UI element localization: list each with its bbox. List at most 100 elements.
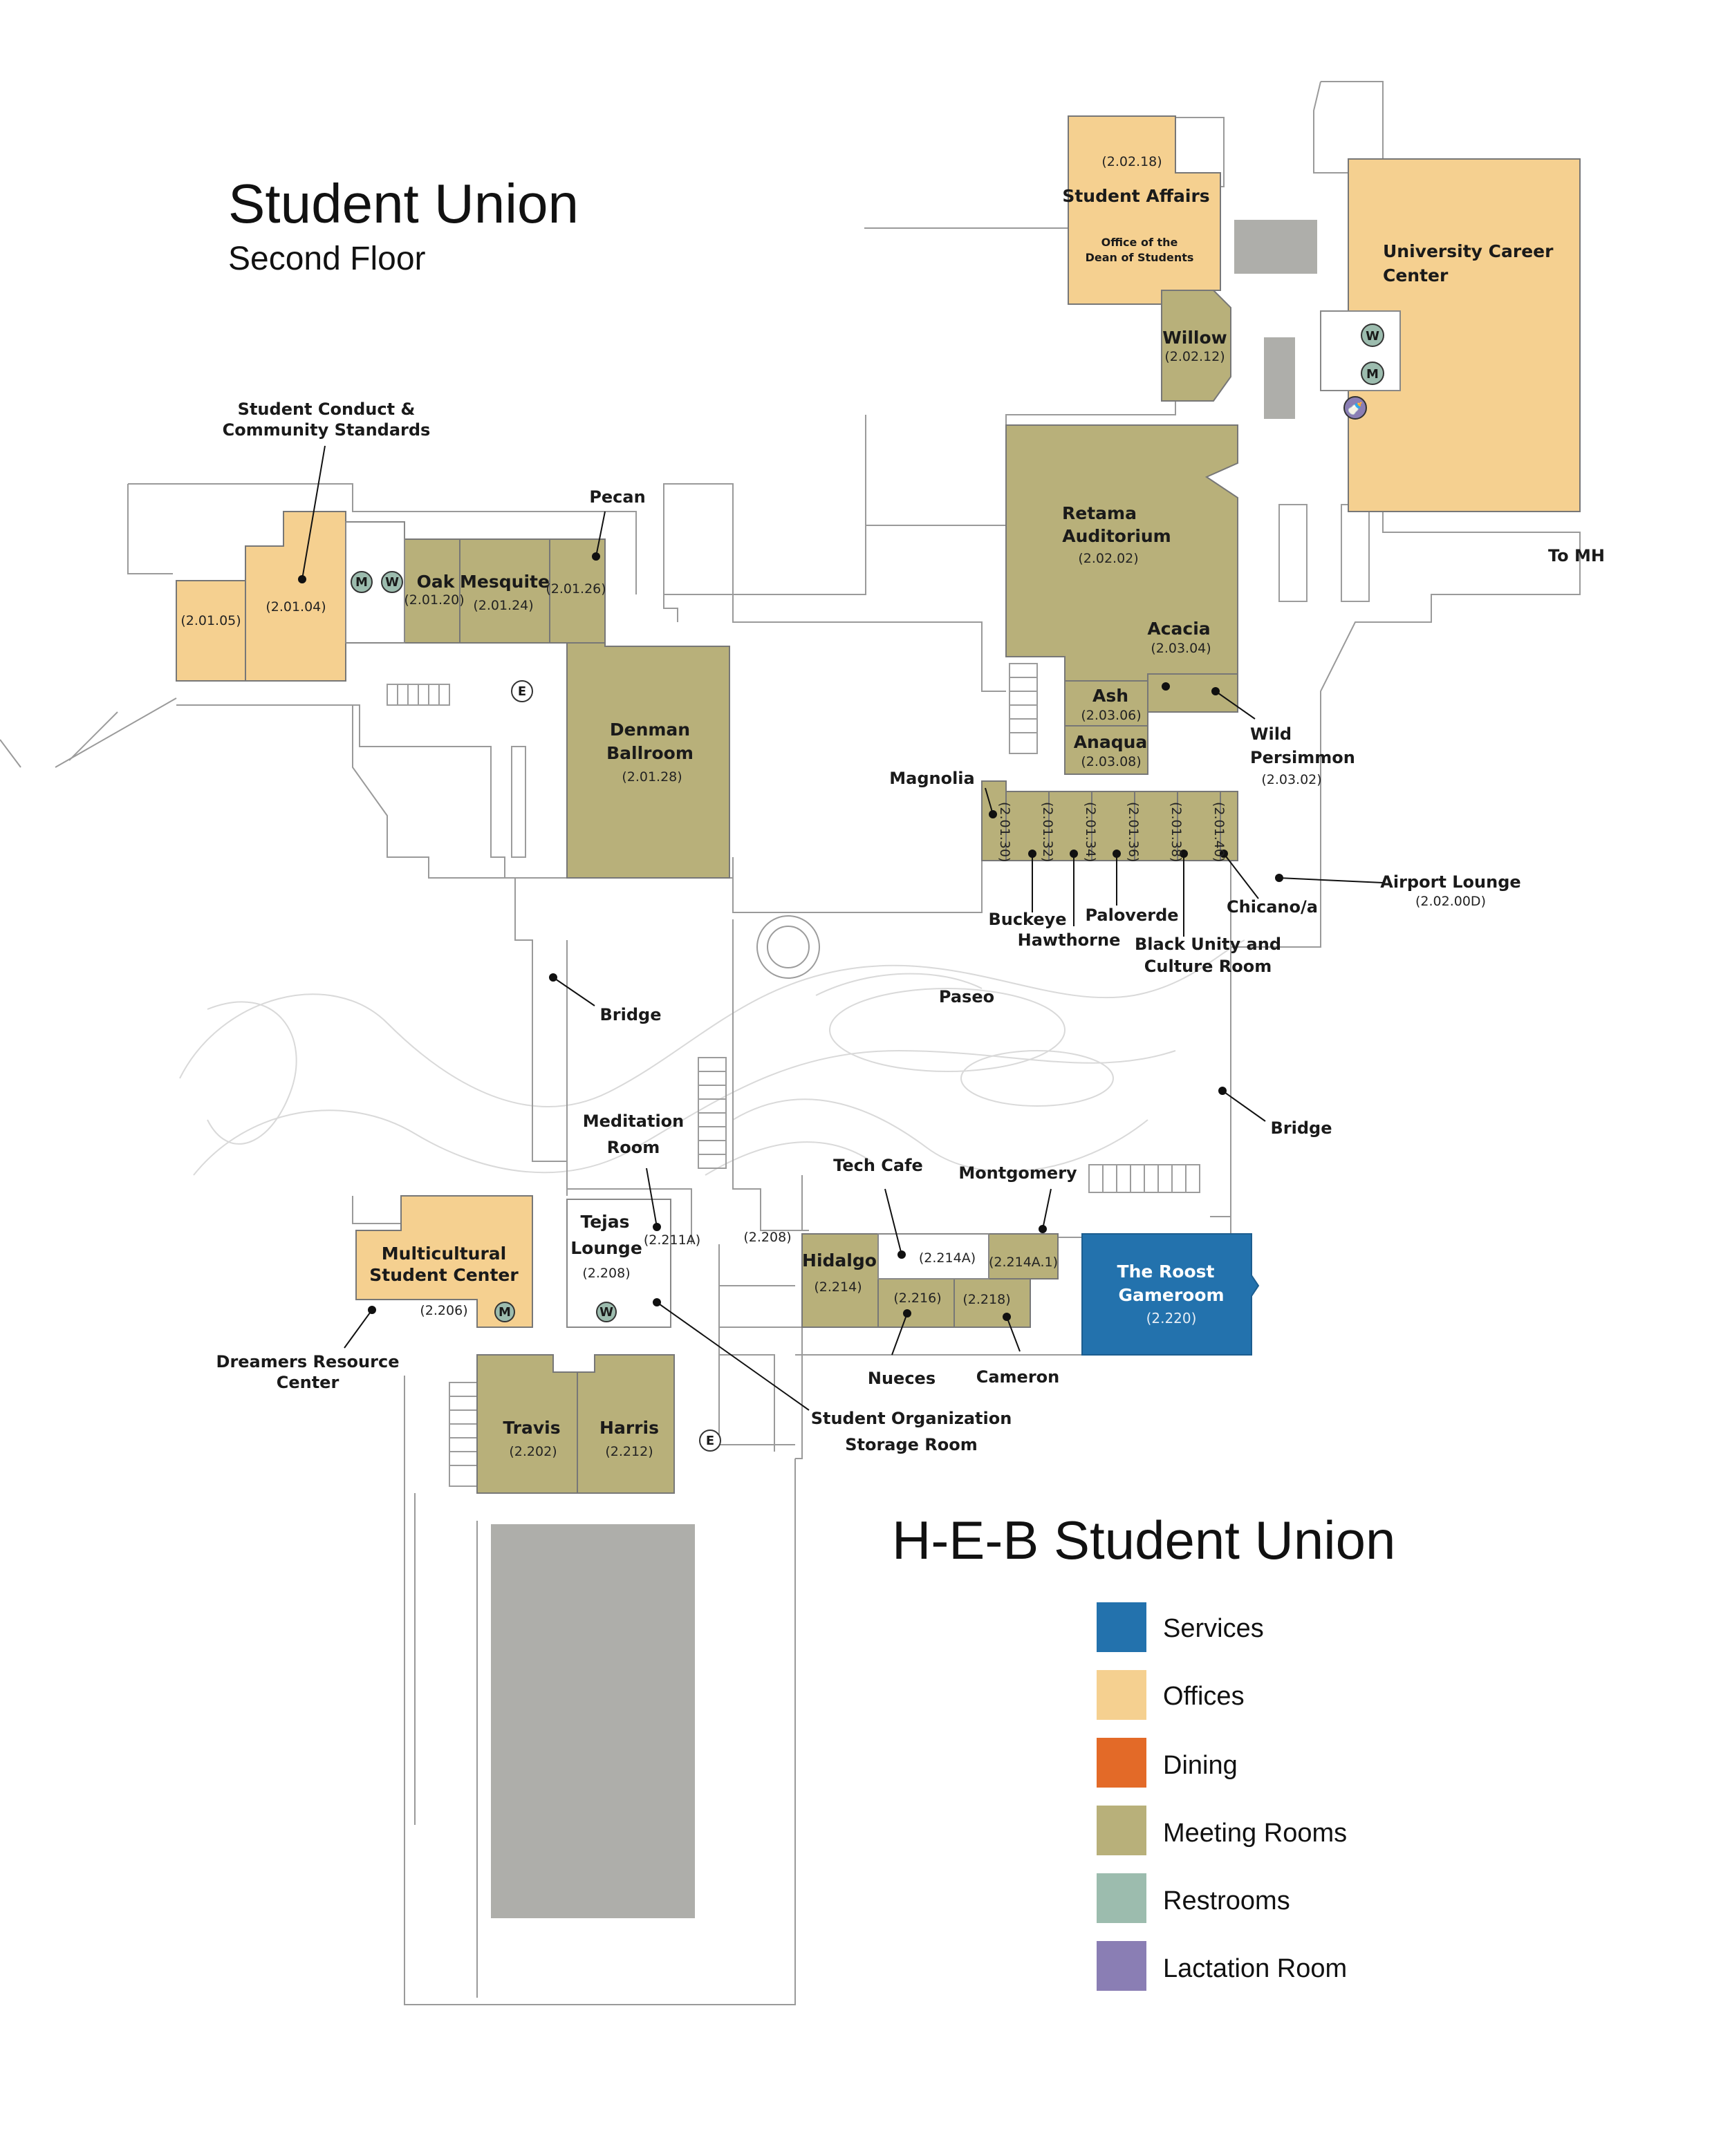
svg-text:Dean of Students: Dean of Students [1086, 251, 1194, 264]
student-affairs-room [1068, 115, 1221, 305]
pecan-room [549, 538, 606, 644]
svg-text:Cameron: Cameron [976, 1367, 1060, 1387]
svg-text:Student Conduct &: Student Conduct & [238, 400, 416, 419]
svg-text:Lounge: Lounge [570, 1238, 642, 1258]
svg-text:(2.02.02): (2.02.02) [1078, 551, 1138, 566]
callout-labels: Student Conduct & Community Standards Pe… [216, 400, 1605, 1454]
roost-gameroom-room [1081, 1233, 1260, 1356]
anaqua-room [1064, 725, 1148, 775]
svg-text:(2.01.24): (2.01.24) [473, 598, 533, 613]
svg-text:M: M [499, 1305, 511, 1320]
svg-text:(2.03.04): (2.03.04) [1151, 641, 1211, 656]
svg-text:(2.216): (2.216) [893, 1291, 941, 1306]
svg-text:(2.02.12): (2.02.12) [1164, 349, 1225, 364]
svg-text:Willow: Willow [1162, 328, 1227, 348]
svg-text:Room: Room [607, 1138, 660, 1157]
svg-text:Chicano/a: Chicano/a [1227, 897, 1318, 917]
hidalgo-room [801, 1233, 879, 1328]
legend-swatch-services [1097, 1602, 1146, 1652]
svg-text:Culture Room: Culture Room [1144, 957, 1272, 976]
storage-areas [491, 220, 1317, 1918]
lactation-room-icon [1343, 396, 1367, 420]
svg-text:Dining: Dining [1163, 1751, 1238, 1780]
svg-text:Student Organization: Student Organization [811, 1409, 1012, 1428]
svg-text:(2.208): (2.208) [582, 1266, 630, 1281]
meeting-rooms [404, 290, 1238, 1494]
svg-text:Anaqua: Anaqua [1074, 732, 1148, 752]
legend-swatch-dining [1097, 1738, 1146, 1788]
leader-lines [298, 445, 1384, 1411]
svg-text:Community Standards: Community Standards [223, 420, 431, 440]
svg-text:Harris: Harris [599, 1418, 659, 1438]
svg-text:Ash: Ash [1092, 686, 1128, 706]
paseo-paving [179, 939, 1245, 1176]
svg-text:To MH: To MH [1548, 546, 1605, 565]
svg-text:Bridge: Bridge [1271, 1118, 1332, 1138]
svg-text:Denman: Denman [610, 720, 690, 740]
svg-text:Bridge: Bridge [600, 1005, 662, 1024]
svg-text:E: E [706, 1434, 714, 1448]
svg-text:W: W [599, 1305, 613, 1320]
svg-text:Paloverde: Paloverde [1085, 906, 1178, 925]
page-subtitle: Second Floor [228, 241, 426, 277]
svg-text:W: W [1366, 329, 1379, 344]
womens-restroom-icon [596, 1302, 617, 1322]
elevator-icon [511, 680, 533, 702]
legend: Services Offices Dining Meeting Rooms Re… [1097, 1602, 1347, 1991]
mens-restroom-icon [494, 1302, 515, 1322]
legend-swatch-lactation-room [1097, 1941, 1146, 1991]
svg-text:(2.01.28): (2.01.28) [622, 769, 682, 785]
svg-text:(2.01.04): (2.01.04) [266, 599, 326, 615]
svg-text:(2.02.18): (2.02.18) [1101, 154, 1162, 169]
mesquite-room [459, 538, 550, 644]
svg-text:(2.202): (2.202) [509, 1444, 557, 1459]
markers: W M 🍼 M W E M W E [351, 324, 1384, 1452]
svg-text:Meeting Rooms: Meeting Rooms [1163, 1819, 1347, 1848]
svg-text:Magnolia: Magnolia [889, 769, 974, 788]
svg-text:(2.01.05): (2.01.05) [180, 613, 241, 628]
svg-text:Ballroom: Ballroom [606, 743, 694, 763]
svg-text:🍼: 🍼 [1348, 401, 1363, 416]
svg-text:(2.01.40): (2.01.40) [1211, 802, 1227, 862]
harris-room [577, 1354, 675, 1494]
svg-text:Travis: Travis [503, 1418, 560, 1438]
svg-text:M: M [1366, 367, 1379, 382]
mens-restroom-icon [351, 571, 373, 593]
svg-text:Restrooms: Restrooms [1163, 1886, 1290, 1915]
svg-text:Retama: Retama [1062, 503, 1137, 523]
svg-text:(2.211A): (2.211A) [644, 1232, 700, 1248]
svg-text:Tejas: Tejas [580, 1212, 629, 1232]
svg-text:Acacia: Acacia [1147, 619, 1210, 639]
svg-text:(2.03.06): (2.03.06) [1081, 708, 1141, 723]
svg-text:W: W [385, 575, 399, 590]
room-2-01-05 [176, 580, 246, 682]
svg-text:Wild: Wild [1250, 724, 1292, 744]
page-title: Student Union [228, 173, 579, 234]
room-labels: (2.02.18) Student Affairs Office of the … [180, 154, 1554, 1459]
womens-restroom-icon [381, 571, 403, 593]
svg-text:(2.220): (2.220) [1146, 1310, 1197, 1327]
svg-text:Nueces: Nueces [868, 1369, 936, 1388]
svg-text:Offices: Offices [1163, 1682, 1245, 1711]
legend-swatch-restrooms [1097, 1873, 1146, 1923]
svg-text:The Roost: The Roost [1117, 1262, 1215, 1282]
svg-text:(2.01.38): (2.01.38) [1169, 802, 1184, 862]
svg-text:Center: Center [1383, 265, 1449, 285]
svg-text:Office of the: Office of the [1101, 236, 1178, 249]
svg-text:Montgomery: Montgomery [958, 1163, 1077, 1183]
svg-text:Black Unity and: Black Unity and [1135, 935, 1281, 954]
svg-text:University Career: University Career [1383, 241, 1554, 261]
paseo-label: Paseo [939, 987, 994, 1006]
svg-text:Dreamers Resource: Dreamers Resource [216, 1352, 400, 1371]
svg-text:Oak: Oak [417, 572, 456, 592]
svg-text:Pecan: Pecan [589, 487, 645, 507]
denman-ballroom-room [566, 642, 730, 879]
svg-text:Auditorium: Auditorium [1062, 526, 1171, 546]
svg-text:Persimmon: Persimmon [1250, 748, 1355, 767]
svg-text:(2.03.02): (2.03.02) [1261, 772, 1321, 787]
offices [176, 115, 1581, 1328]
svg-text:Services: Services [1163, 1614, 1264, 1643]
ash-room [1064, 680, 1148, 727]
acacia-room [1147, 673, 1238, 713]
svg-text:(2.03.08): (2.03.08) [1081, 754, 1141, 769]
